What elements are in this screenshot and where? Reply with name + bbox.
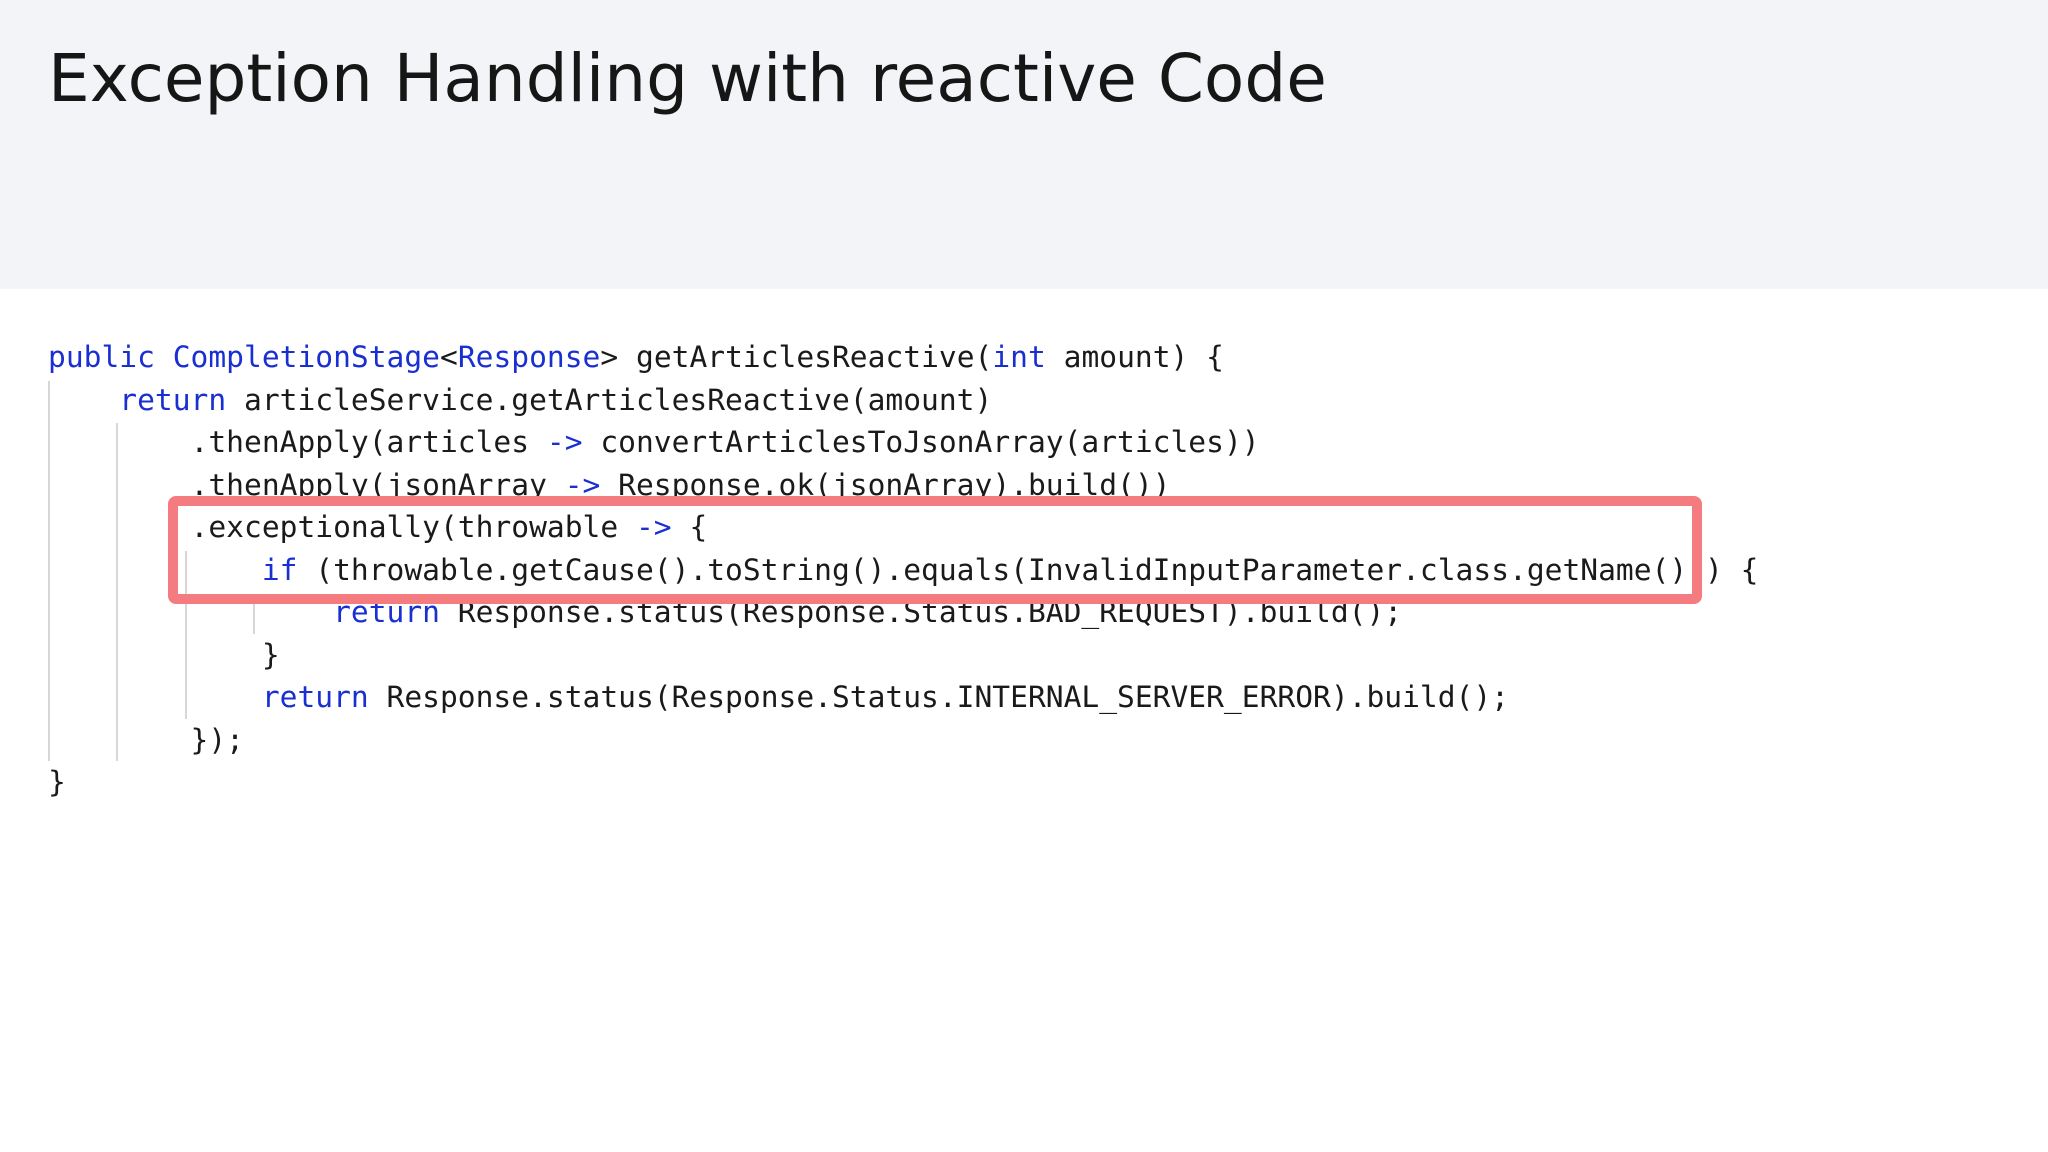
- indent-guide-level-1: [48, 381, 50, 761]
- code-line-5: .exceptionally(throwable -> {: [190, 510, 708, 544]
- code-line-4: .thenApply(jsonArray -> Response.ok(json…: [190, 467, 1171, 502]
- slide-title: Exception Handling with reactive Code: [48, 40, 1327, 117]
- keyword-return: return: [119, 382, 227, 417]
- code-block: public CompletionStage<Response> getArti…: [48, 336, 1758, 804]
- indent-guide-level-2: [116, 423, 118, 761]
- code-line-10: });: [190, 722, 244, 757]
- slide-header: Exception Handling with reactive Code: [0, 0, 2048, 289]
- type-completion-stage: CompletionStage: [172, 340, 440, 374]
- code-line-1: public CompletionStage<Response> getArti…: [48, 340, 1224, 374]
- highlight-box: [168, 496, 1702, 604]
- keyword-if: if: [261, 552, 298, 587]
- keyword-int: int: [992, 340, 1046, 374]
- lambda-arrow: ->: [546, 425, 583, 459]
- lambda-arrow: ->: [564, 467, 601, 502]
- code-line-6: if (throwable.getCause().toString().equa…: [261, 552, 1759, 587]
- code-line-2: return articleService.getArticlesReactiv…: [119, 382, 993, 417]
- indent-guide-level-4: [253, 594, 255, 634]
- code-line-9: return Response.status(Response.Status.I…: [261, 680, 1510, 714]
- keyword-return: return: [261, 680, 369, 714]
- type-response: Response: [457, 340, 601, 374]
- code-line-3: .thenApply(articles -> convertArticlesTo…: [190, 425, 1260, 459]
- indent-guide-level-3: [185, 551, 187, 719]
- code-line-11: }: [48, 765, 66, 799]
- code-line-8: }: [261, 637, 280, 672]
- keyword-public: public: [48, 340, 155, 374]
- lambda-arrow: ->: [635, 510, 672, 544]
